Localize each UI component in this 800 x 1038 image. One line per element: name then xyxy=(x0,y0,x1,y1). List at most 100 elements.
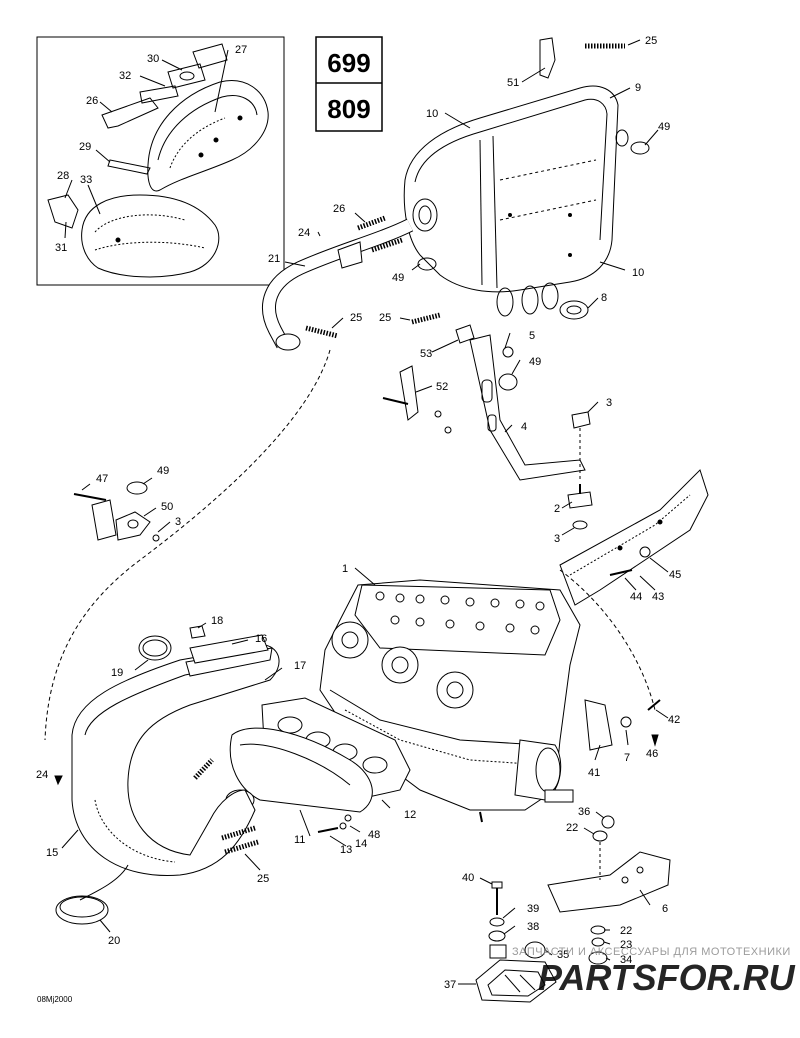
callout-30: 30 xyxy=(147,53,159,65)
nut-45 xyxy=(639,546,651,558)
plate-27 xyxy=(192,43,228,69)
plate-30 xyxy=(167,63,206,89)
grommet-49 xyxy=(630,141,650,155)
callout-22b: 22 xyxy=(620,925,632,937)
clip-18 xyxy=(189,625,206,639)
washer-14 xyxy=(339,822,347,830)
muffler-outlet xyxy=(496,287,514,317)
frame-section xyxy=(559,469,709,711)
callout-22: 22 xyxy=(566,822,578,834)
callout-3: 3 xyxy=(606,397,612,409)
callout-38: 38 xyxy=(527,921,539,933)
callout-32: 32 xyxy=(119,70,131,82)
callout-36: 36 xyxy=(578,806,590,818)
callout-44: 44 xyxy=(630,591,642,603)
callout-33: 33 xyxy=(80,174,92,186)
callout-3b: 3 xyxy=(175,516,181,528)
belt-guard-cover xyxy=(147,80,269,192)
callout-25d: 25 xyxy=(257,873,269,885)
callout-1: 1 xyxy=(342,563,348,575)
mount-base-37 xyxy=(475,959,557,1003)
washer-7 xyxy=(620,716,632,728)
callout-26: 26 xyxy=(86,95,98,107)
bolt-42 xyxy=(647,699,661,711)
gasket-29 xyxy=(107,159,151,175)
callout-25c: 25 xyxy=(379,312,391,324)
callout-51: 51 xyxy=(507,77,519,89)
callout-28: 28 xyxy=(57,170,69,182)
muffler-bracket-51 xyxy=(539,37,556,79)
callout-24: 24 xyxy=(298,227,310,239)
washer-39 xyxy=(489,917,505,927)
exhaust-manifold-11 xyxy=(229,727,373,813)
bolt-47 xyxy=(73,493,107,501)
engine-bracket-41 xyxy=(584,699,613,751)
watermark: ЗАПЧАСТИ И АКСЕССУАРЫ ДЛЯ МОТОТЕХНИКИ PA… xyxy=(512,946,796,998)
nut-48 xyxy=(344,814,352,822)
callout-25: 25 xyxy=(645,35,657,47)
callout-9: 9 xyxy=(635,82,641,94)
callout-27: 27 xyxy=(235,44,247,56)
bracket-50-assembly xyxy=(73,477,171,542)
callout-43: 43 xyxy=(652,591,664,603)
plate-32 xyxy=(139,85,179,104)
callout-labels: 27 30 32 26 29 28 33 31 25 51 9 10 49 10… xyxy=(36,35,681,991)
callout-35: 35 xyxy=(557,949,569,961)
watermark-logo: PARTSFOR.RU xyxy=(538,957,796,998)
callout-4: 4 xyxy=(521,421,527,433)
callout-50: 50 xyxy=(161,501,173,513)
callout-40: 40 xyxy=(462,872,474,884)
callout-15: 15 xyxy=(46,847,58,859)
callout-16: 16 xyxy=(255,633,267,645)
clip-53 xyxy=(455,324,475,344)
bolt-43 xyxy=(609,569,633,576)
washer-22a xyxy=(592,830,608,842)
nut-3a xyxy=(571,411,591,429)
model-box: 699 809 xyxy=(315,36,383,132)
callout-53: 53 xyxy=(420,348,432,360)
callout-10-lower: 10 xyxy=(632,267,644,279)
callout-20: 20 xyxy=(108,935,120,947)
callout-21: 21 xyxy=(268,253,280,265)
loctite-46 xyxy=(651,734,659,747)
bracket-52 xyxy=(399,365,419,421)
callout-17: 17 xyxy=(294,660,306,672)
nut-36 xyxy=(601,815,615,829)
grommet-8 xyxy=(559,300,589,320)
heat-shield-16 xyxy=(189,634,269,664)
callout-12: 12 xyxy=(404,809,416,821)
bolt-13 xyxy=(317,827,339,833)
callout-52: 52 xyxy=(436,381,448,393)
callout-25b: 25 xyxy=(350,312,362,324)
callout-46: 46 xyxy=(646,748,658,760)
bracket-4-assembly xyxy=(382,324,599,536)
drawing-code: 08Mj2000 xyxy=(37,995,73,1004)
callout-10: 10 xyxy=(426,108,438,120)
washer-23 xyxy=(591,937,605,947)
callout-49d: 49 xyxy=(157,465,169,477)
washer-3c xyxy=(572,520,588,530)
callout-2: 2 xyxy=(554,503,560,515)
callout-24b: 24 xyxy=(36,769,48,781)
callout-39: 39 xyxy=(527,903,539,915)
callout-47: 47 xyxy=(96,473,108,485)
muffler-body xyxy=(403,85,619,293)
callout-19: 19 xyxy=(111,667,123,679)
callout-41: 41 xyxy=(588,767,600,779)
model-number-bottom: 809 xyxy=(327,94,370,124)
callout-18: 18 xyxy=(211,615,223,627)
clamp-20 xyxy=(55,895,109,925)
grommet-49d xyxy=(126,481,148,495)
muffler-inlet xyxy=(412,198,438,232)
bracket-50 xyxy=(115,511,151,541)
callout-29: 29 xyxy=(79,141,91,153)
grommet-49c xyxy=(498,373,518,391)
callout-3c: 3 xyxy=(554,533,560,545)
callout-5: 5 xyxy=(529,330,535,342)
callout-6: 6 xyxy=(662,903,668,915)
washer-22b xyxy=(590,925,606,935)
callout-49-left: 49 xyxy=(392,272,404,284)
manifold-and-tuned-pipe xyxy=(54,622,411,933)
watermark-caption: ЗАПЧАСТИ И АКСЕССУАРЫ ДЛЯ МОТОТЕХНИКИ xyxy=(512,946,791,958)
